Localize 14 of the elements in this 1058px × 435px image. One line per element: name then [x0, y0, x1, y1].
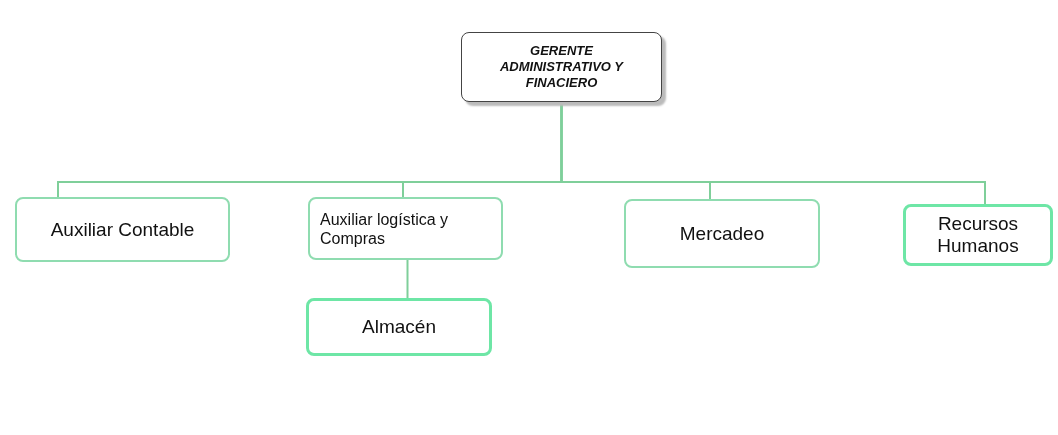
position-title: GERENTE ADMINISTRATIVO Y FINACIERO — [499, 43, 625, 91]
position-title: Mercadeo — [679, 222, 765, 245]
position-title: Auxiliar logística y Compras — [320, 209, 450, 248]
position-box — [308, 197, 503, 260]
position-box — [306, 298, 492, 356]
connector-line — [560, 101, 986, 205]
position-box — [624, 199, 820, 268]
position-title: Almacén — [362, 316, 436, 338]
position-box — [15, 197, 230, 262]
manager-box — [461, 32, 662, 102]
connector-line — [406, 259, 409, 299]
position-title: Recursos Humanos — [936, 213, 1020, 257]
position-box — [903, 204, 1053, 266]
position-title: Auxiliar Contable — [50, 218, 195, 241]
